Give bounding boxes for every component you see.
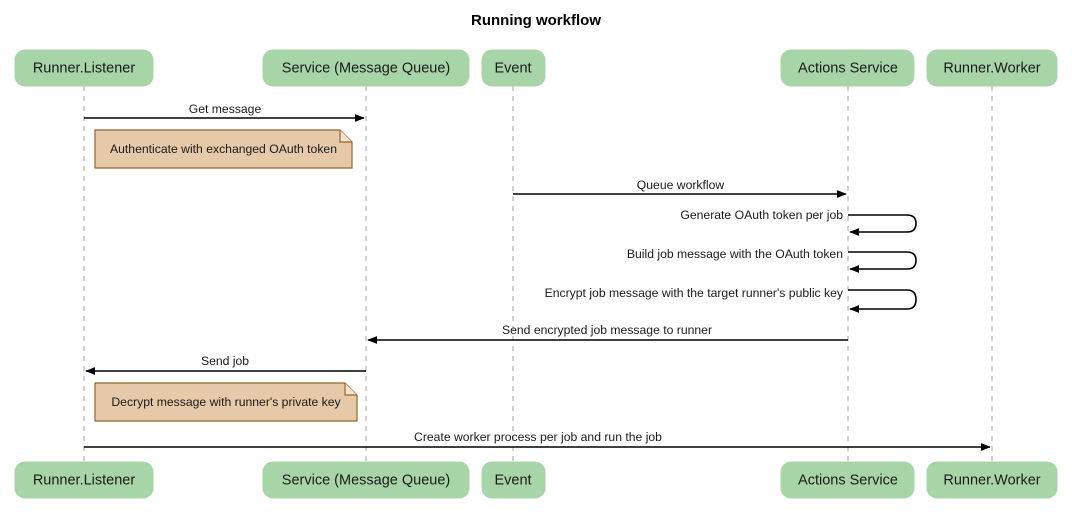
message-label: Create worker process per job and run th… [414,430,662,444]
message-label: Send job [201,354,249,368]
actor-label-event: Event [494,472,531,488]
actor-box-runner-worker[interactable] [926,461,1058,499]
actor-box-service-message-queue[interactable] [262,461,470,499]
message-label: Encrypt job message with the target runn… [545,286,844,300]
message-label: Build job message with the OAuth token [627,247,843,261]
note-body [94,382,358,422]
message-send-job: Send job [85,354,366,375]
actor-service-message-queue-top[interactable]: Service (Message Queue) [262,49,470,87]
message-label: Get message [189,102,262,116]
actor-label-service-message-queue: Service (Message Queue) [282,60,450,76]
actor-label-runner-worker: Runner.Worker [943,472,1040,488]
actor-footers: Runner.Listener Service (Message Queue) Ev… [14,461,1058,499]
actor-headers: Runner.Listener Service (Message Queue) Ev… [14,49,1058,87]
actor-label-service-message-queue: Service (Message Queue) [282,472,450,488]
note-fold-corner-icon [339,130,352,143]
message-create-worker-process-per-job-and-run-the-job: Create worker process per job and run th… [84,430,991,451]
actor-event-top[interactable]: Event [481,49,546,87]
actor-runner-listener-top[interactable]: Runner.Listener [14,49,154,87]
message-get-message: Get message [84,102,365,122]
note-fold-corner-icon [344,383,357,396]
self-loop-path [848,289,917,313]
lifelines [83,86,993,462]
message-label: Queue workflow [637,178,725,192]
note-label: Authenticate with exchanged OAuth token [110,142,337,156]
actor-box-event[interactable] [481,461,546,499]
message-send-encrypted-job-message-to-runner: Send encrypted job message to runner [367,323,848,344]
actor-label-actions-service: Actions Service [798,60,898,76]
note-label: Decrypt message with runner's private ke… [111,395,341,409]
note-decrypt-message-with-runners-private-key: Decrypt message with runner's private ke… [94,382,358,422]
page-title: Running workflow [471,12,601,29]
actor-box-service-message-queue[interactable] [262,49,470,87]
actor-service-message-queue-bottom[interactable]: Service (Message Queue) [262,461,470,499]
message-queue-workflow: Queue workflow [513,178,847,198]
actor-label-runner-listener: Runner.Listener [33,60,136,76]
message-generate-oauth-token-per-job: Generate OAuth token per job [680,208,917,236]
actor-runner-listener-bottom[interactable]: Runner.Listener [14,461,154,499]
message-label: Send encrypted job message to runner [502,323,712,337]
message-build-job-message-with-the-oauth-token: Build job message with the OAuth token [627,247,917,273]
actor-box-actions-service[interactable] [780,461,915,499]
note-authenticate-with-exchanged-oauth-token: Authenticate with exchanged OAuth token [94,129,353,169]
actor-label-runner-worker: Runner.Worker [943,60,1040,76]
actor-runner-worker-bottom[interactable]: Runner.Worker [926,461,1058,499]
self-loop-path [848,214,917,236]
actor-actions-service-bottom[interactable]: Actions Service [780,461,915,499]
actor-box-runner-listener[interactable] [14,49,154,87]
actor-label-event: Event [494,60,531,76]
actor-runner-worker-top[interactable]: Runner.Worker [926,49,1058,87]
actor-label-actions-service: Actions Service [798,472,898,488]
actor-actions-service-top[interactable]: Actions Service [780,49,915,87]
actor-box-runner-listener[interactable] [14,461,154,499]
actor-box-event[interactable] [481,49,546,87]
actor-event-bottom[interactable]: Event [481,461,546,499]
message-encrypt-job-message-with-the-target-runners-public-key: Encrypt job message with the target runn… [545,286,917,313]
self-loop-path [848,251,917,273]
notes: Authenticate with exchanged OAuth tokenD… [94,129,358,422]
actor-box-actions-service[interactable] [780,49,915,87]
actor-label-runner-listener: Runner.Listener [33,472,136,488]
message-label: Generate OAuth token per job [680,208,843,222]
actor-box-runner-worker[interactable] [926,49,1058,87]
note-body [94,129,353,169]
